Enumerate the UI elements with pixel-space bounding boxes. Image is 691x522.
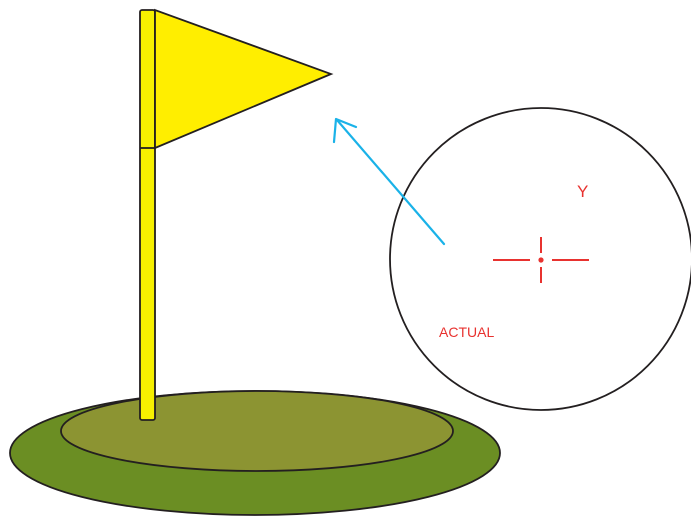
flag-pennant (154, 8, 334, 150)
label-actual: ACTUAL (439, 324, 494, 340)
crosshair-center-dot (538, 257, 544, 263)
label-y: Y (577, 182, 588, 201)
flag-pole (139, 9, 156, 421)
putting-green (9, 390, 501, 516)
crosshair-icon (493, 237, 589, 283)
direction-arrow-icon (332, 117, 446, 246)
arrow-head (332, 117, 358, 144)
golf-flag-icon (139, 8, 334, 421)
arrow-shaft (335, 118, 446, 246)
green-inner-ellipse (60, 390, 454, 472)
